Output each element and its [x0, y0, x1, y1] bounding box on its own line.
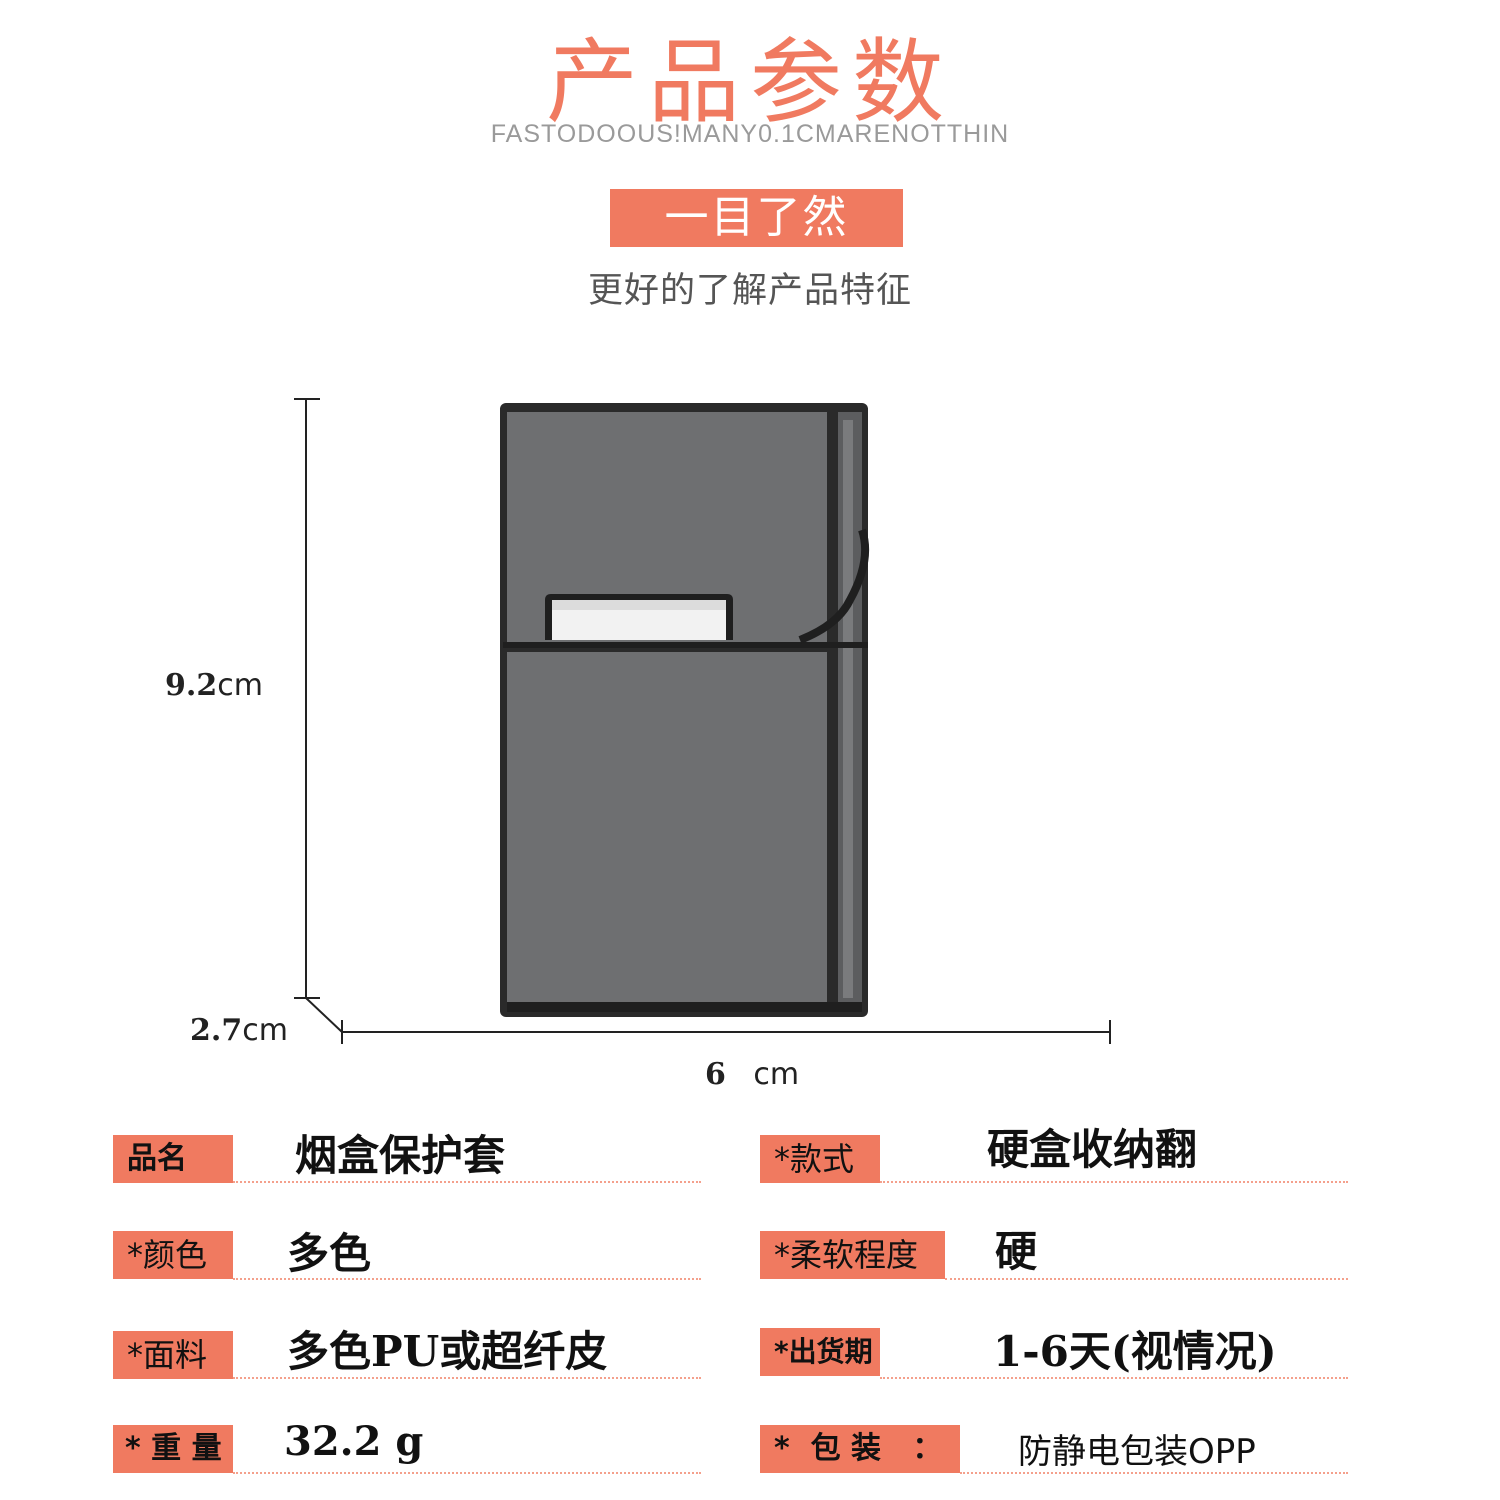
height-value: 9.2	[165, 668, 218, 703]
spec-value-shipping: 1-6天(视情况)	[993, 1327, 1277, 1376]
spec-label-name: 品名	[113, 1135, 233, 1183]
width-dimension: 6 cm	[705, 1057, 799, 1092]
spec-value-packaging: 防静电包装OPP	[1018, 1432, 1256, 1472]
width-value: 6	[705, 1057, 726, 1092]
spec-divider	[880, 1377, 1348, 1379]
spec-divider	[233, 1181, 701, 1183]
spec-divider	[233, 1278, 701, 1280]
spec-value-name: 烟盒保护套	[295, 1131, 506, 1180]
spec-value-material: 多色PU或超纤皮	[287, 1327, 608, 1376]
depth-dimension: 2.7cm	[190, 1013, 288, 1048]
cigarette-case-image	[500, 403, 870, 1017]
spec-label-material: *面料	[113, 1331, 233, 1379]
spec-value-color: 多色	[287, 1229, 372, 1278]
tagline: 更好的了解产品特征	[587, 271, 912, 311]
spec-label-style: *款式	[760, 1135, 880, 1183]
spec-divider	[233, 1472, 701, 1474]
spec-value-weight: 32.2 g	[284, 1418, 424, 1465]
spec-divider	[960, 1472, 1348, 1474]
height-dimension: 9.2cm	[165, 668, 263, 703]
english-subtitle: FASTODOOUS!MANY0.1CMARENOTTHIN	[490, 120, 1010, 148]
spec-divider	[880, 1181, 1348, 1183]
page-title: 产品参数	[545, 29, 954, 136]
spec-value-softness: 硬	[995, 1227, 1038, 1276]
spec-label-packaging: * 包 装 ：	[760, 1425, 960, 1473]
spec-label-color: *颜色	[113, 1231, 233, 1279]
width-unit: cm	[753, 1057, 800, 1092]
spec-label-shipping: *出货期	[760, 1328, 880, 1376]
depth-unit: cm	[242, 1013, 288, 1048]
spec-value-style: 硬盒收纳翻	[987, 1125, 1198, 1174]
spec-divider	[233, 1377, 701, 1379]
height-unit: cm	[217, 668, 263, 703]
at-a-glance-badge: 一目了然	[610, 189, 903, 247]
depth-value: 2.7	[190, 1013, 243, 1048]
spec-label-softness: *柔软程度	[760, 1231, 945, 1279]
spec-label-weight: * 重 量	[113, 1425, 233, 1473]
spec-divider	[945, 1278, 1348, 1280]
